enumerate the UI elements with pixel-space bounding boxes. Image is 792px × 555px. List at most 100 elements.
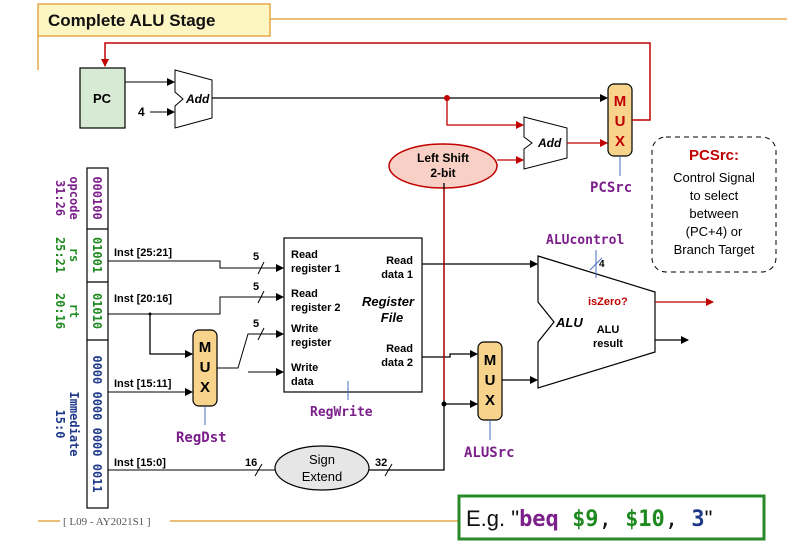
- width-read1: 5: [253, 251, 259, 263]
- wire-rt-to-regdst: [149, 314, 193, 358]
- instruction-word: [86, 167, 109, 509]
- inst-label-rs: Inst [25:21]: [114, 247, 172, 259]
- width-imm-in: 16: [245, 457, 257, 469]
- pc4-to-branch-add: [446, 98, 524, 129]
- rt-name: rt: [67, 304, 81, 318]
- slide-title: Complete ALU Stage: [48, 11, 216, 30]
- example-text: E.g. "beq $9, $10, 3": [466, 506, 712, 532]
- pcsrc-label: PCSrc: [590, 180, 632, 196]
- tick-imm-in: [254, 463, 263, 477]
- add-top-label: Add: [185, 92, 210, 106]
- rs-bits: 01001: [90, 237, 104, 273]
- example-box: [457, 494, 766, 541]
- immediate-name: Immediate: [67, 391, 81, 456]
- rf-read-data2-b: data 2: [381, 357, 413, 369]
- rs-range: 25:21: [53, 237, 67, 273]
- immediate-range: 15:0: [53, 410, 67, 439]
- rf-write-reg-a: Write: [291, 323, 318, 335]
- wire-regdst-out: [217, 330, 284, 369]
- width-read2: 5: [253, 281, 259, 293]
- shift-line1: Left Shift: [417, 151, 469, 165]
- opcode-range: 31:26: [53, 180, 67, 216]
- immediate-bits: 0000 0000 0000 0011: [90, 355, 104, 492]
- example-comma2: ,: [665, 507, 692, 532]
- left-shift-unit: [388, 143, 498, 189]
- rf-read-data1-a: Read: [386, 255, 413, 267]
- pcsrc-info-line-3: between: [689, 206, 738, 221]
- example-op: beq: [519, 507, 559, 532]
- alu-result-a: ALU: [597, 324, 620, 336]
- wire-rs: [108, 260, 284, 272]
- rf-title-1: Register: [362, 294, 415, 309]
- opcode-name: opcode: [67, 176, 81, 219]
- tick-write: [257, 327, 265, 341]
- pc-feedback: [101, 42, 651, 121]
- rf-read-reg1-a: Read: [291, 249, 318, 261]
- mux-alusrc-m: M: [484, 352, 497, 369]
- pcsrc-info-line-1: Control Signal: [673, 170, 755, 185]
- mux-pc-m: M: [614, 93, 627, 110]
- opcode-bits: 000100: [90, 176, 104, 219]
- pcsrc-info-box: [651, 136, 777, 273]
- alu-result-b: result: [593, 338, 623, 350]
- example-imm: 3: [691, 507, 704, 532]
- footer-label: [ L09 - AY2021S1 ]: [63, 516, 151, 528]
- pcsrc-info-line-2: to select: [690, 188, 739, 203]
- rf-read-reg1-b: register 1: [291, 263, 341, 275]
- rf-read-reg2-b: register 2: [291, 302, 341, 314]
- sign-extend-line2: Extend: [302, 469, 342, 484]
- rf-read-reg2-a: Read: [291, 288, 318, 300]
- sign-extend-line1: Sign: [309, 452, 335, 467]
- example-r1: $9: [572, 507, 599, 532]
- regwrite-label: RegWrite: [310, 405, 373, 420]
- aluctl-slash: [589, 257, 603, 271]
- add-branch-label: Add: [537, 136, 562, 150]
- width-write: 5: [253, 318, 259, 330]
- mux-regdst-m: M: [199, 339, 212, 356]
- register-file: [283, 237, 423, 393]
- tick-read2: [257, 290, 265, 304]
- width-aluctl: 4: [599, 259, 605, 270]
- alusrc-label: ALUSrc: [464, 445, 515, 461]
- tick-read1: [257, 261, 265, 275]
- pc-register: [79, 67, 126, 129]
- rf-title-2: File: [381, 310, 403, 325]
- wire-read-data2: [422, 350, 478, 358]
- rt-bits: 01010: [90, 293, 104, 329]
- rf-read-data1-b: data 1: [381, 269, 413, 281]
- rf-write-data-a: Write: [291, 362, 318, 374]
- rf-write-reg-b: register: [291, 337, 332, 349]
- aluctl-label: ALUcontrol: [546, 233, 624, 248]
- mux-regdst-u: U: [200, 359, 211, 376]
- example-space: [559, 507, 572, 532]
- inst-label-imm: Inst [15:0]: [114, 457, 166, 469]
- example-r2: $10: [625, 507, 665, 532]
- rt-range: 20:16: [53, 293, 67, 329]
- width-imm-out: 32: [375, 457, 387, 469]
- mux-regdst-x: X: [200, 379, 210, 396]
- example-comma1: ,: [599, 507, 626, 532]
- add-top-shape: [174, 69, 213, 129]
- alu-zero-label: isZero?: [588, 296, 628, 308]
- wire-rt: [108, 293, 284, 315]
- rs-name: rs: [67, 248, 81, 262]
- tick-imm-out: [384, 463, 393, 477]
- sign-extend-unit: [274, 445, 370, 491]
- alu-label: ALU: [555, 315, 583, 330]
- example-suffix: ": [705, 506, 713, 531]
- pcsrc-info-title: PCSrc:: [689, 147, 739, 164]
- mux-pc-u: U: [615, 113, 626, 130]
- add-branch-shape: [523, 116, 568, 170]
- mux-alusrc-u: U: [485, 372, 496, 389]
- pcsrc-info-line-4: (PC+4) or: [686, 224, 743, 239]
- mux-alusrc-x: X: [485, 392, 495, 409]
- rf-read-data2-a: Read: [386, 343, 413, 355]
- inst-label-rd: Inst [15:11]: [114, 378, 172, 390]
- mux-pc-x: X: [615, 133, 625, 150]
- add-top-const: 4: [138, 105, 145, 119]
- pc-label: PC: [93, 91, 112, 106]
- title-box: [37, 3, 271, 37]
- pcsrc-info-line-5: Branch Target: [674, 242, 755, 257]
